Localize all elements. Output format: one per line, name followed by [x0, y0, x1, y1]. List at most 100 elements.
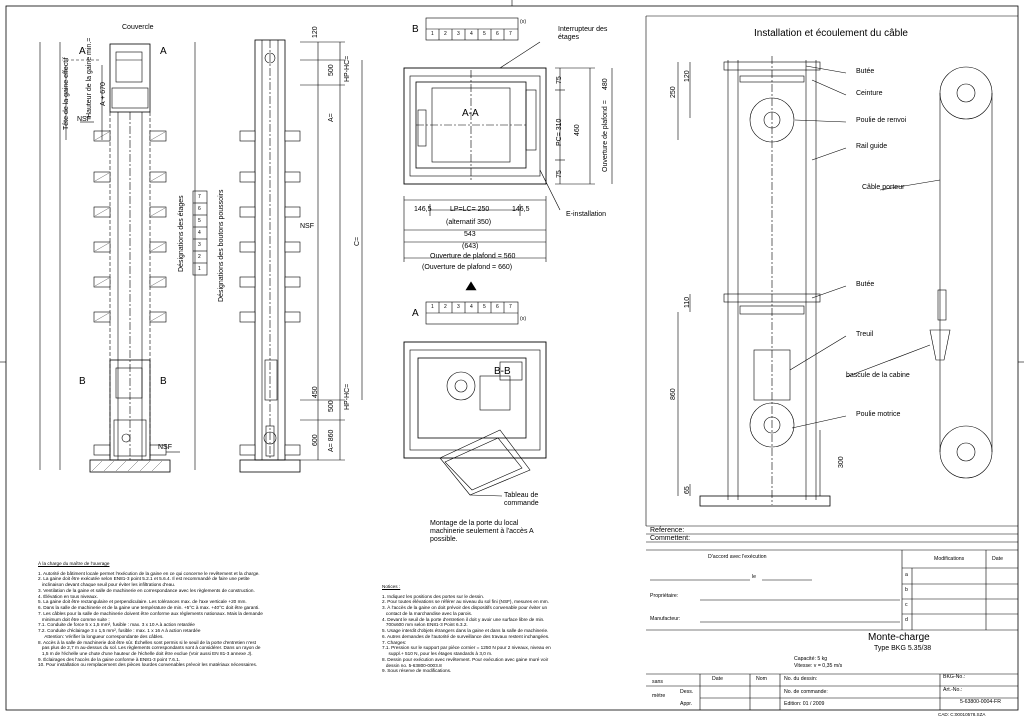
label-poulie-renvoi: Poulie de renvoi: [856, 117, 907, 124]
floor-cell: 4: [470, 304, 473, 310]
label-art-no: Art.-No.:: [943, 687, 963, 693]
dim-65: 65: [684, 486, 691, 494]
label-manufacteur: Manufacteur:: [650, 616, 681, 622]
note-line: 10. Pour installation ou remplacement de…: [38, 662, 258, 668]
label-ouverture-plafond-v: Ouverture de plafond =: [602, 100, 609, 172]
label-x-top: (x): [520, 19, 527, 25]
product-vitesse: Vitesse: v = 0,35 m/s: [794, 663, 843, 669]
notices-title: Notices :: [382, 584, 401, 589]
notice-line: suppl.+ 510 N, pour les étages standards…: [382, 651, 493, 657]
label-poulie-motrice: Poulie motrice: [856, 411, 901, 418]
label-bkg-no: BKG-No.:: [943, 674, 966, 680]
label-montage-porte: Montage de la porte du local machinerie …: [430, 520, 534, 544]
floor-cell: 7: [198, 194, 201, 200]
floor-cell: 6: [198, 206, 201, 212]
section-b-marker: B: [412, 24, 419, 35]
label-sans: sans: [652, 679, 663, 685]
label-le: le: [752, 574, 757, 580]
section-bb-title: B-B: [494, 366, 511, 377]
label-c-eq: C=: [354, 236, 361, 246]
floor-cell: 4: [470, 31, 473, 37]
notice-line: 1. Indiquez les positions des portes sur…: [382, 593, 485, 599]
section-a-left: A: [79, 46, 86, 57]
dim-643: (643): [462, 243, 479, 250]
dim-860: 860: [670, 388, 677, 400]
label-alternatif: (alternatif 350): [446, 219, 492, 226]
note-line: 9. Éclairages des l'accès de la gaine co…: [38, 656, 181, 662]
mod-row: a: [905, 572, 908, 578]
label-hp-hc-top: HP-HC=: [344, 55, 351, 82]
label-nsf-bottom: NSF: [158, 444, 172, 451]
floor-cell: 2: [444, 31, 447, 37]
dim-146-5-left: 146,5: [414, 206, 432, 213]
notice-line: 9. Sous réserve de modifications.: [382, 668, 452, 674]
label-ouverture-plafond-h: Ouverture de plafond = 560: [430, 253, 516, 260]
label-proprietaire: Propriétaire:: [650, 593, 679, 599]
label-rail-guide: Rail guide: [856, 143, 888, 150]
floor-cell: 6: [496, 304, 499, 310]
dim-543: 543: [464, 231, 476, 238]
notice-line: 2. Pour toutes élévations se référer au …: [382, 599, 550, 605]
note-line: inclinaison devant chaque seuil pour évi…: [38, 582, 176, 588]
floor-cell: 6: [496, 31, 499, 37]
shaft-elevation-front: [39, 42, 196, 473]
notes-owner: À la charge du maître de l'ouvrage 1. Au…: [38, 561, 263, 668]
dim-120: 120: [312, 26, 319, 38]
notice-line: 8. Dessin pour exécution avec revêtement…: [382, 656, 549, 662]
dim-lp-lc: LP=LC= 250: [450, 206, 490, 213]
label-edition: Edition: 01 / 2009: [784, 701, 825, 707]
dim-146-5-right: 146,5: [512, 206, 530, 213]
drawing-number: 5-63800-0004-FR: [960, 699, 1001, 705]
dim-450: 450: [312, 386, 319, 398]
col-date: Date: [712, 676, 723, 682]
mod-row: d: [905, 617, 908, 623]
notice-line: 3. À l'accès de la gaine on doit prévoir…: [382, 605, 548, 611]
section-b-left: B: [79, 376, 86, 387]
notice-line: 7. Charges:: [382, 639, 407, 645]
label-butee-bottom: Butée: [856, 281, 875, 288]
note-line: 4. Élévation en tous niveaux.: [38, 593, 98, 599]
dim-600: 600: [312, 434, 319, 446]
notice-line: contact de la marchandise avec la parois…: [382, 610, 473, 616]
plan-section-bb: [403, 301, 547, 497]
title-block: [646, 525, 1018, 710]
note-line: minimum doit être comme suite :: [38, 616, 110, 622]
label-tableau-commande: Tableau de commande: [504, 492, 539, 508]
floor-cell: 1: [431, 304, 434, 310]
note-line: 7.2. Conduite d'éclairage 3 x 1,5 mm², f…: [38, 628, 201, 634]
product-type: Type BKG 5.35/38: [874, 645, 932, 652]
notice-line: 4. Devant le seuil de la porte d'entreti…: [382, 616, 545, 622]
label-hauteur-gaine: Hauteur de la gaine min.=: [86, 37, 93, 118]
label-nsf-top: NSF: [77, 116, 91, 123]
note-line: 2. La gaine doit être exécutée selon EN8…: [38, 576, 250, 582]
label-ceinture: Ceinture: [856, 90, 883, 97]
notice-line: 700x600 mm selon EN81-3 Point 6.3.2.: [382, 622, 468, 628]
floor-cell: 3: [457, 31, 460, 37]
floor-cell: 3: [457, 304, 460, 310]
floor-cell: 5: [198, 218, 201, 224]
label-no-commande: No. de commande:: [784, 689, 828, 695]
floor-cell: 1: [198, 266, 201, 272]
plan-section-aa: [403, 17, 613, 262]
label-hauteur-gaine-val: A + 670: [100, 82, 107, 106]
dim-500-bot: 500: [328, 400, 335, 412]
floor-cell: 1: [431, 31, 434, 37]
section-b-right: B: [160, 376, 167, 387]
dim-480: 480: [602, 78, 609, 90]
floor-cell: 5: [483, 31, 486, 37]
label-hp-hc-bot: HP-HC=: [344, 383, 351, 410]
notice-line: dessin no. 5-63800-0003.8: [382, 662, 442, 668]
dim-110: 110: [684, 296, 691, 308]
section-aa-title: A-A: [462, 108, 479, 119]
label-date-mod: Date: [992, 556, 1003, 562]
label-a-eq: A=: [328, 113, 335, 122]
notice-line: 5. Usage interdit d'objets étrangers dan…: [382, 628, 549, 634]
notice-line: 6. Autres demandes de l'autorité de surv…: [382, 633, 550, 639]
mod-row: c: [905, 602, 908, 608]
dim-pc-310: PC= 310: [556, 118, 563, 146]
section-a-marker: A: [412, 308, 419, 319]
label-designations-boutons: Désignations des boutons poussoirs: [218, 189, 225, 302]
floor-cell: 2: [444, 304, 447, 310]
notice-line: 7.1. Pression sur le support par pièce c…: [382, 645, 551, 651]
